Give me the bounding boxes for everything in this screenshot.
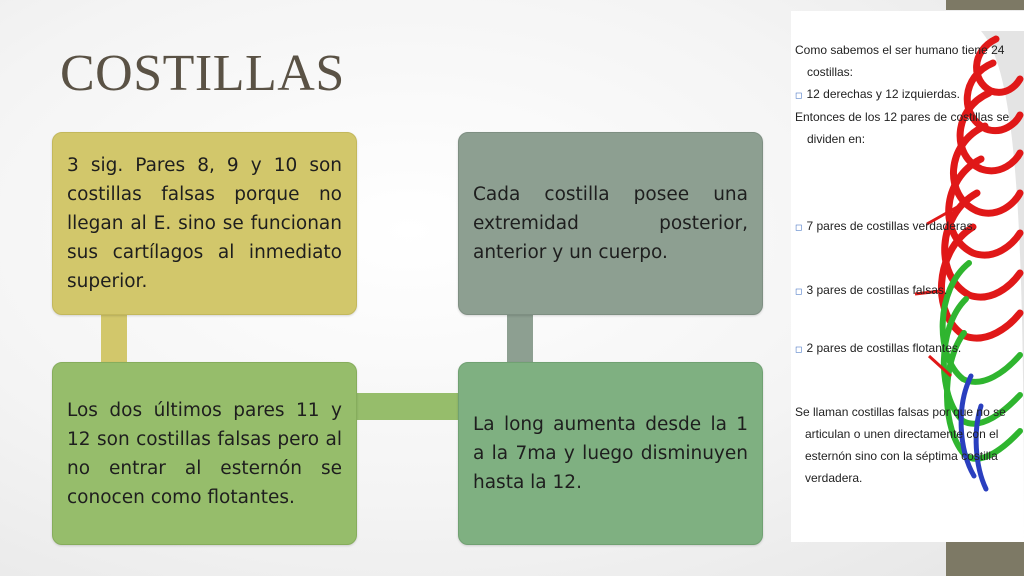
panel-bullet-2: ◻7 pares de costillas verdaderas. <box>795 219 976 233</box>
panel-bottom-text: Se llaman costillas falsas por que no se… <box>795 401 1006 489</box>
text-box-bottom-left-text: Los dos últimos pares 11 y 12 son costil… <box>67 399 342 508</box>
bullet-icon: ◻ <box>795 286 803 296</box>
connector-yellow <box>101 315 127 362</box>
panel-line-6: articulan o unen directamente con el <box>805 427 999 441</box>
panel-text: Como sabemos el ser humano tiene 24 cost… <box>795 39 1009 150</box>
text-box-top-left-text: 3 sig. Pares 8, 9 y 10 son costillas fal… <box>67 155 342 292</box>
bullet-icon: ◻ <box>795 90 803 100</box>
text-box-bottom-right: La long aumenta desde la 1 a la 7ma y lu… <box>458 362 763 545</box>
connector-gray <box>507 315 533 362</box>
text-box-top-left: 3 sig. Pares 8, 9 y 10 son costillas fal… <box>52 132 357 315</box>
text-box-bottom-left: Los dos últimos pares 11 y 12 son costil… <box>52 362 357 545</box>
corner-decoration-top <box>946 0 1024 10</box>
text-box-top-right-text: Cada costilla posee una extremidad poste… <box>473 184 748 263</box>
panel-bullet-1: ◻12 derechas y 12 izquierdas. <box>795 87 960 101</box>
bullet-icon: ◻ <box>795 222 803 232</box>
ribcage-image-panel: Como sabemos el ser humano tiene 24 cost… <box>791 11 1024 542</box>
panel-bullet-4: ◻2 pares de costillas flotantes. <box>795 341 962 355</box>
bullet-icon: ◻ <box>795 344 803 354</box>
panel-line-8: verdadera. <box>805 471 863 485</box>
panel-line-1: Como sabemos el ser humano tiene 24 <box>795 43 1005 57</box>
text-box-bottom-right-text: La long aumenta desde la 1 a la 7ma y lu… <box>473 414 748 493</box>
corner-decoration-bottom <box>946 542 1024 576</box>
panel-line-4: dividen en: <box>807 132 866 146</box>
text-box-top-right: Cada costilla posee una extremidad poste… <box>458 132 763 315</box>
panel-line-3: Entonces de los 12 pares de costillas se <box>795 110 1010 124</box>
connector-green <box>357 393 458 420</box>
panel-line-7: esternón sino con la séptima costilla <box>805 449 998 463</box>
ribcage-illustration <box>914 31 1024 542</box>
slide-title: COSTILLAS <box>60 45 345 102</box>
panel-line-5: Se llaman costillas falsas por que no se <box>795 405 1006 419</box>
panel-bullet-3: ◻3 pares de costillas falsas. <box>795 283 948 297</box>
panel-line-2: costillas: <box>807 65 854 79</box>
